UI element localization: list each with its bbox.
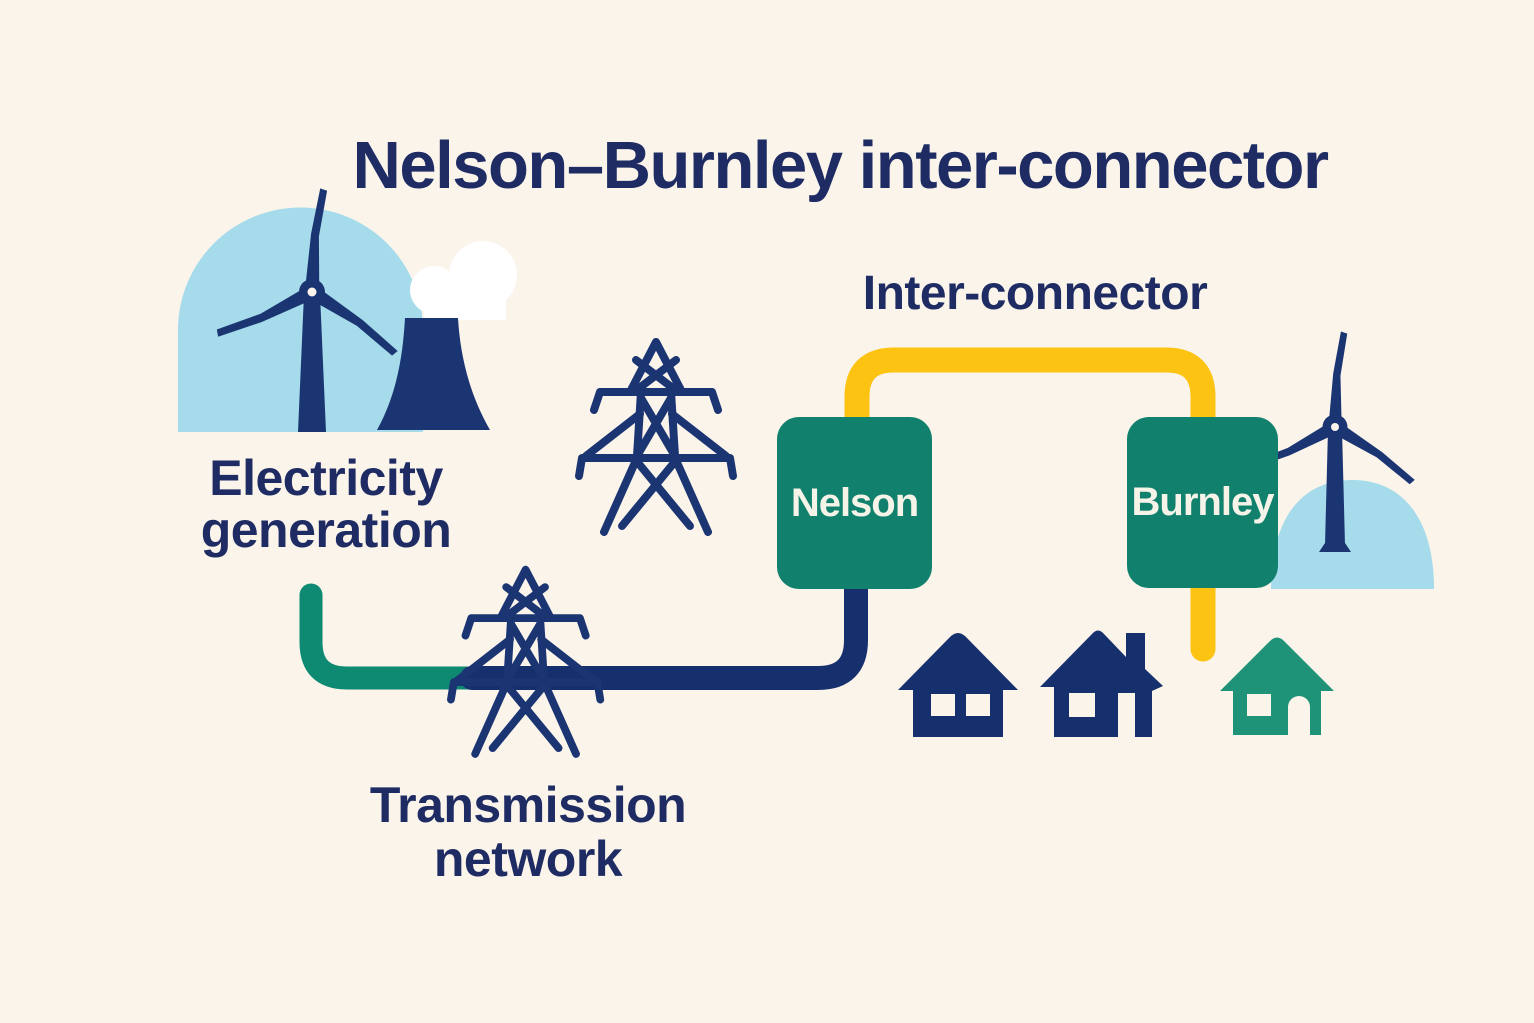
station-node-nelson: Nelson — [777, 417, 932, 589]
station-nelson-label: Nelson — [790, 480, 919, 525]
burnley-sky-dome — [1271, 480, 1434, 589]
transmission-pylon-icon-lower — [447, 565, 605, 758]
station-burnley-label: Burnley — [1131, 480, 1275, 524]
network-line — [460, 562, 868, 690]
transmission-pylon-icon-upper — [575, 338, 737, 536]
label-transmission-network: Transmission network — [369, 777, 687, 887]
label-electricity-generation: Electricity generation — [200, 450, 452, 558]
wind-turbine-icon — [216, 188, 398, 432]
generation-sky-dome — [178, 207, 423, 432]
interconnector-line — [844, 347, 1216, 662]
cooling-tower-icon — [377, 318, 490, 430]
generation-line — [299, 583, 486, 690]
house-icon — [898, 633, 1018, 737]
label-inter-connector: Inter-connector — [862, 267, 1208, 320]
station-node-burnley: Burnley — [1127, 417, 1278, 588]
page-title: Nelson–Burnley inter-connector — [352, 127, 1329, 203]
green-house-icon — [1220, 637, 1334, 735]
steam-cloud-icon — [410, 241, 517, 320]
house-with-chimney-icon — [1040, 630, 1163, 737]
